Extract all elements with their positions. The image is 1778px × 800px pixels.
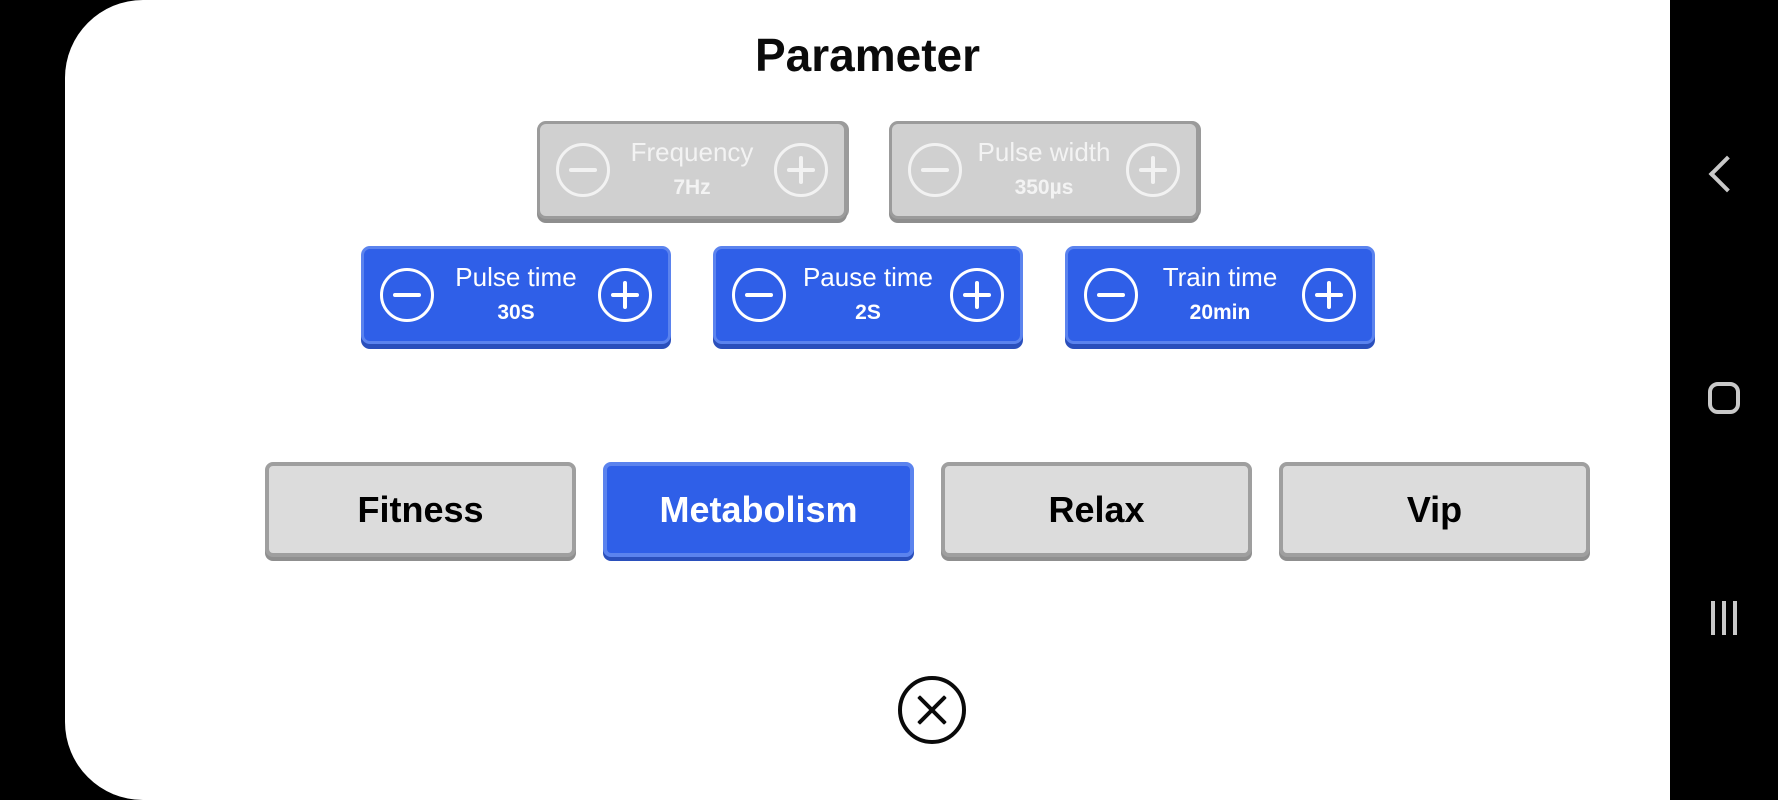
pulse-time-readout: Pulse time 30S <box>434 262 598 328</box>
mode-button-relax[interactable]: Relax <box>941 462 1252 557</box>
plus-icon-vertical <box>623 281 627 309</box>
mode-button-metabolism[interactable]: Metabolism <box>603 462 914 557</box>
mode-button-vip[interactable]: Vip <box>1279 462 1590 557</box>
pulse-time-increment-button[interactable] <box>598 268 652 322</box>
pause-time-decrement-button[interactable] <box>732 268 786 322</box>
frequency-label: Frequency <box>630 137 754 167</box>
active-parameter-row: Pulse time 30S Pause time 2S <box>361 246 1375 344</box>
nav-home-button[interactable] <box>1670 358 1778 438</box>
stepper-pause-time[interactable]: Pause time 2S <box>713 246 1023 344</box>
plus-icon-vertical <box>1327 281 1331 309</box>
frequency-readout: Frequency 7Hz <box>610 137 774 203</box>
mode-selection-row: Fitness Metabolism Relax Vip <box>265 462 1590 557</box>
disabled-parameter-row: Frequency 7Hz Pulse width 350µs <box>537 121 1199 219</box>
pulse-time-label: Pulse time <box>455 262 577 292</box>
pulse-width-readout: Pulse width 350µs <box>962 137 1126 203</box>
parameter-dialog-card: Parameter Frequency 7Hz <box>65 0 1670 800</box>
train-time-value: 20min <box>1189 301 1251 324</box>
nav-recents-button[interactable] <box>1670 578 1778 658</box>
stepper-train-time[interactable]: Train time 20min <box>1065 246 1375 344</box>
pause-time-value: 2S <box>855 301 881 324</box>
pulse-time-value: 30S <box>497 301 535 324</box>
train-time-decrement-button[interactable] <box>1084 268 1138 322</box>
plus-icon-vertical <box>1151 156 1155 184</box>
close-button[interactable] <box>898 676 966 744</box>
chevron-left-icon <box>1708 155 1746 193</box>
pulse-time-decrement-button[interactable] <box>380 268 434 322</box>
pulse-width-decrement-button[interactable] <box>908 143 962 197</box>
android-navigation-bar <box>1670 0 1778 800</box>
train-time-increment-button[interactable] <box>1302 268 1356 322</box>
minus-icon <box>745 293 773 297</box>
pause-time-increment-button[interactable] <box>950 268 1004 322</box>
plus-icon-vertical <box>975 281 979 309</box>
train-time-readout: Train time 20min <box>1138 262 1302 328</box>
home-square-icon <box>1708 382 1740 414</box>
pause-time-label: Pause time <box>802 262 934 292</box>
minus-icon <box>921 168 949 172</box>
frequency-decrement-button[interactable] <box>556 143 610 197</box>
pulse-width-increment-button[interactable] <box>1126 143 1180 197</box>
train-time-label: Train time <box>1162 262 1278 292</box>
minus-icon <box>393 293 421 297</box>
minus-icon <box>1097 293 1125 297</box>
stepper-frequency[interactable]: Frequency 7Hz <box>537 121 847 219</box>
stepper-pulse-width[interactable]: Pulse width 350µs <box>889 121 1199 219</box>
nav-back-button[interactable] <box>1670 134 1778 214</box>
plus-icon-vertical <box>799 156 803 184</box>
recents-bars-icon <box>1711 601 1737 635</box>
pause-time-readout: Pause time 2S <box>786 262 950 328</box>
stepper-pulse-time[interactable]: Pulse time 30S <box>361 246 671 344</box>
pulse-width-value: 350µs <box>1014 176 1074 199</box>
mode-button-fitness[interactable]: Fitness <box>265 462 576 557</box>
frequency-value: 7Hz <box>673 176 711 199</box>
page-title: Parameter <box>754 29 981 81</box>
frequency-increment-button[interactable] <box>774 143 828 197</box>
minus-icon <box>569 168 597 172</box>
pulse-width-label: Pulse width <box>977 137 1111 167</box>
